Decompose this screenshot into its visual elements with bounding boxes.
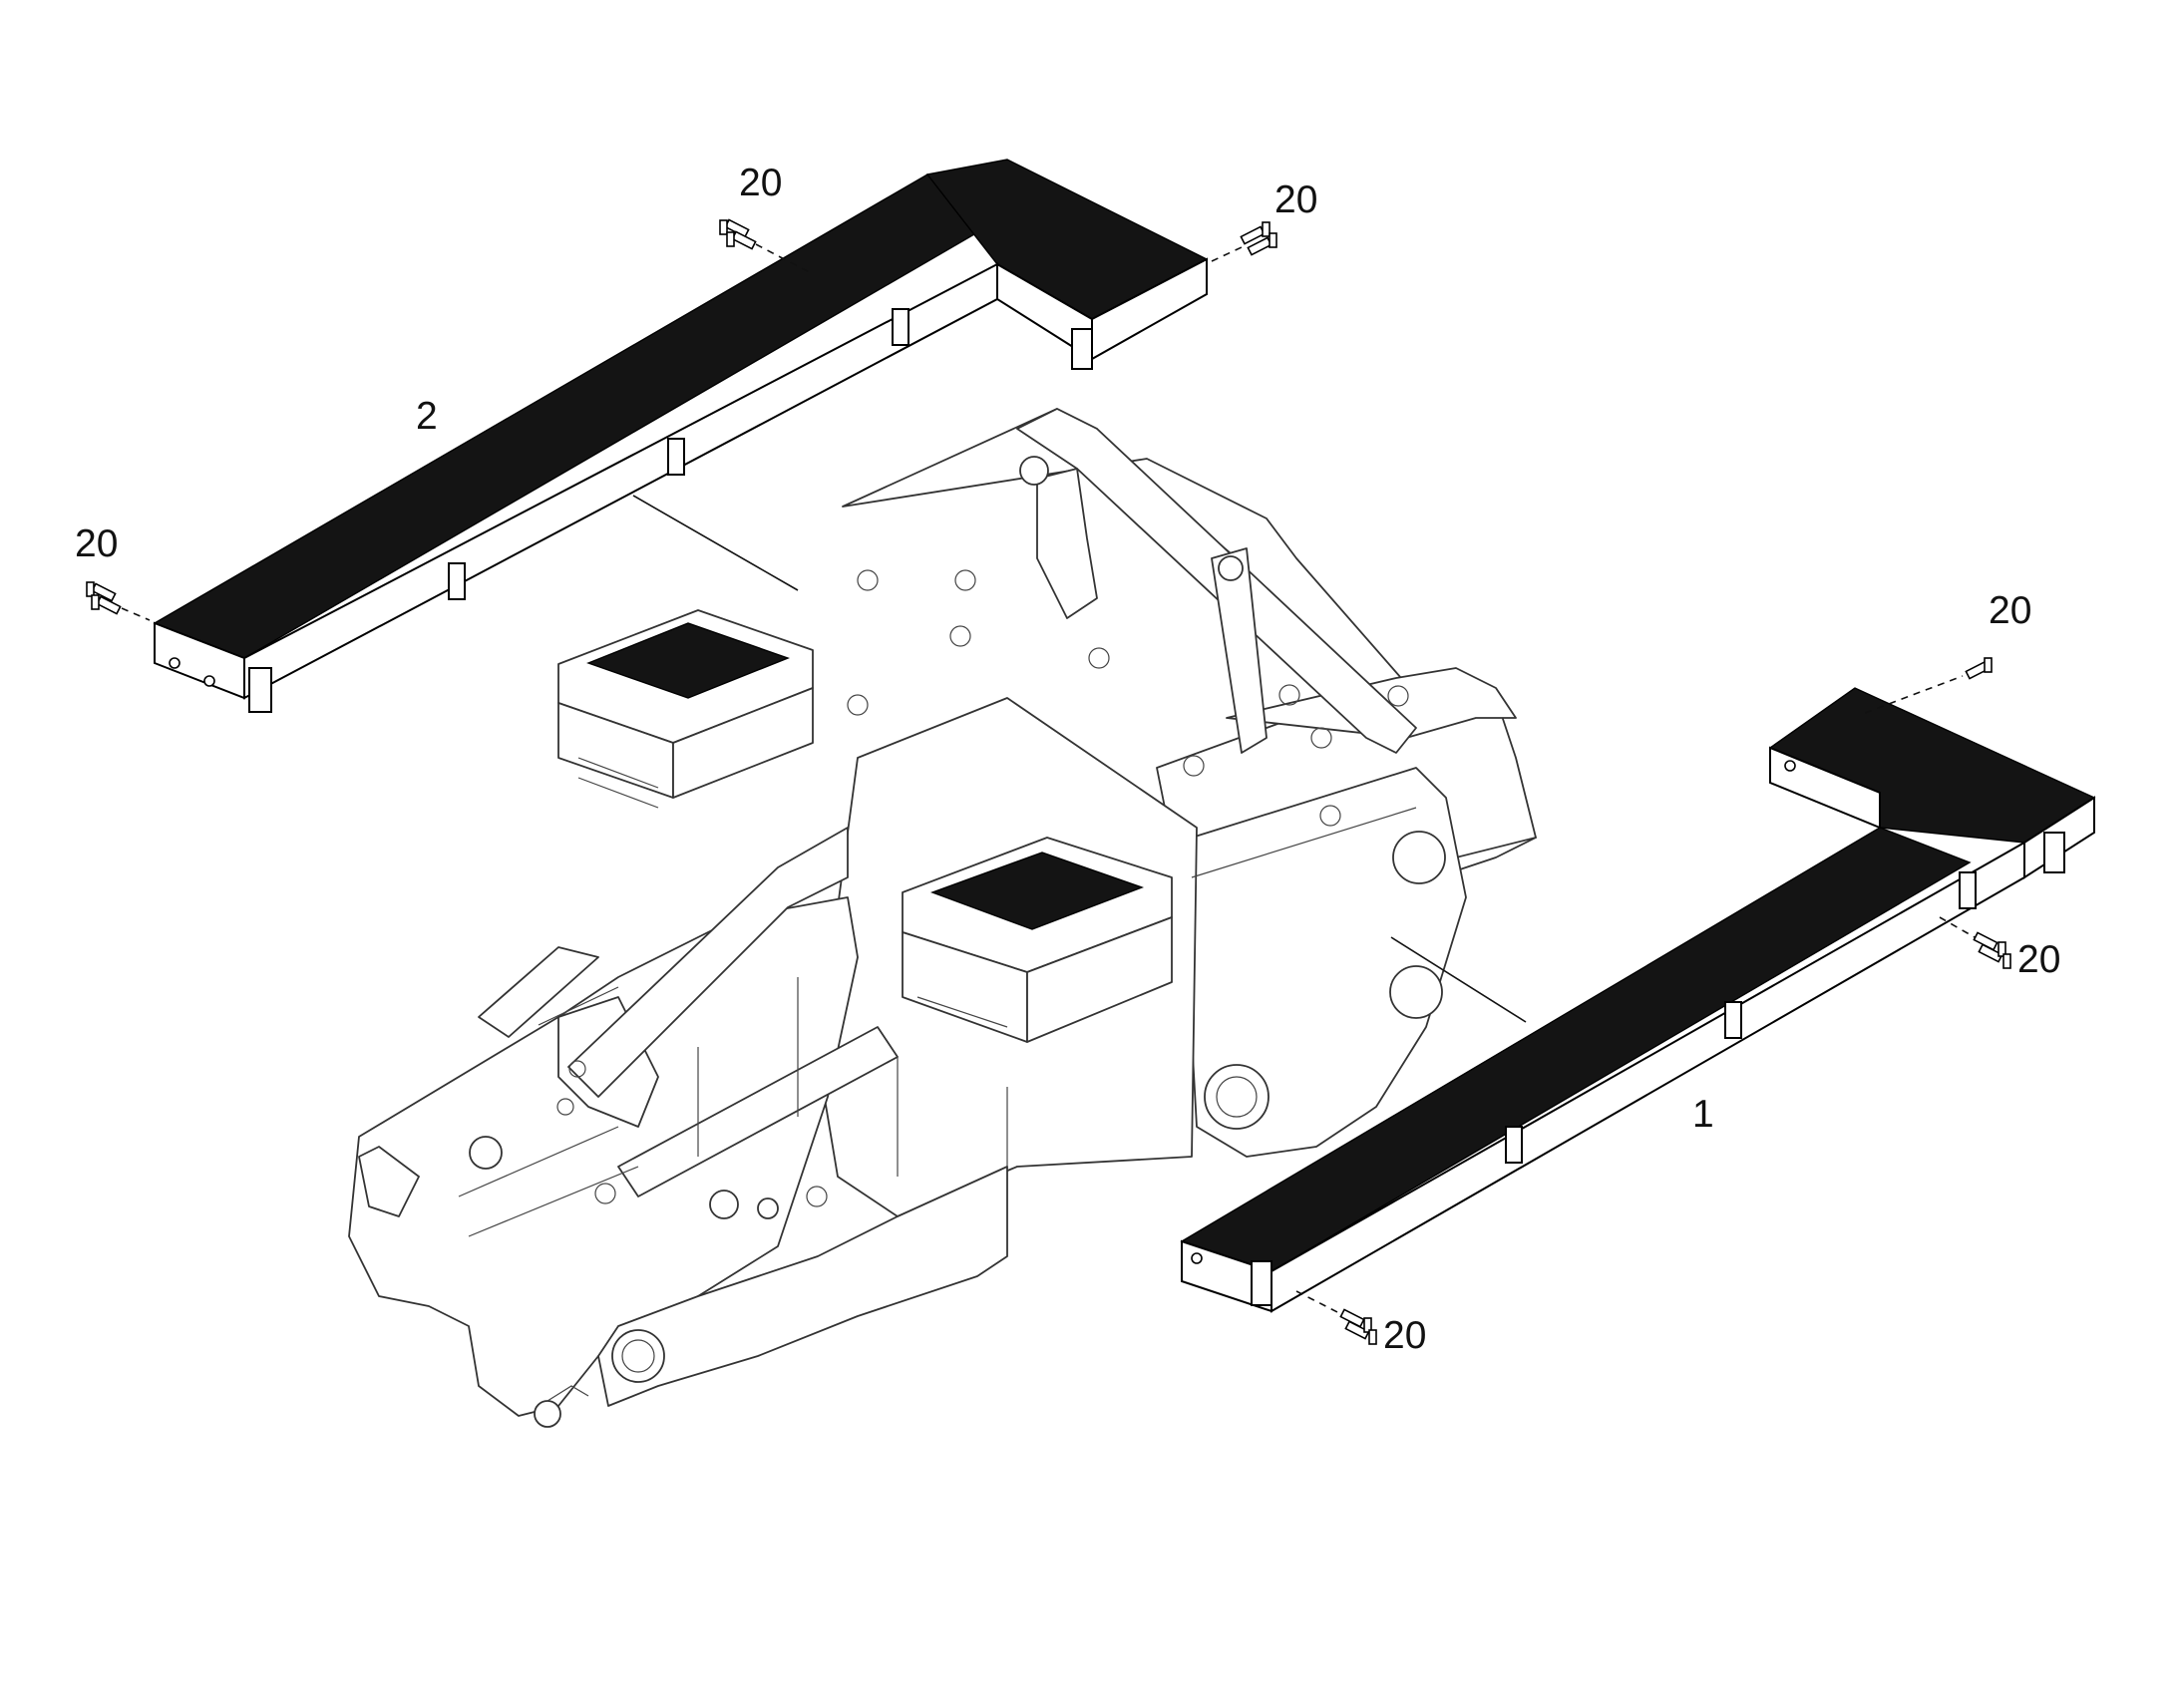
callout-bolt-left: 20 <box>75 522 118 565</box>
callout-bolt-top-mid: 20 <box>739 162 782 204</box>
callout-part-1: 1 <box>1692 1093 1714 1136</box>
frame-mounted-step-center <box>902 837 1173 1043</box>
bolt-set-right-upper <box>1864 657 1993 714</box>
callout-bolt-right-lower: 20 <box>1383 1314 1426 1357</box>
bolt-set-right-lower <box>1295 1290 1377 1345</box>
callout-bolt-right-mid: 20 <box>2017 938 2060 981</box>
walkway-part-1 <box>1180 687 2096 1313</box>
bolt-set-top-mid <box>719 218 814 275</box>
bolt-set-left <box>86 581 151 621</box>
walkway-part-2 <box>153 159 1209 713</box>
bolt-set-right-mid <box>1939 916 2011 969</box>
leader-line-part-2 <box>632 495 799 591</box>
leader-line-part-1 <box>1390 936 1527 1023</box>
callout-bolt-top-right: 20 <box>1274 178 1317 221</box>
callout-part-2: 2 <box>416 395 438 438</box>
bolt-set-top-right <box>1211 221 1277 262</box>
frame-mounted-step-left <box>557 609 814 809</box>
callout-bolt-right-upper: 20 <box>1989 589 2031 632</box>
